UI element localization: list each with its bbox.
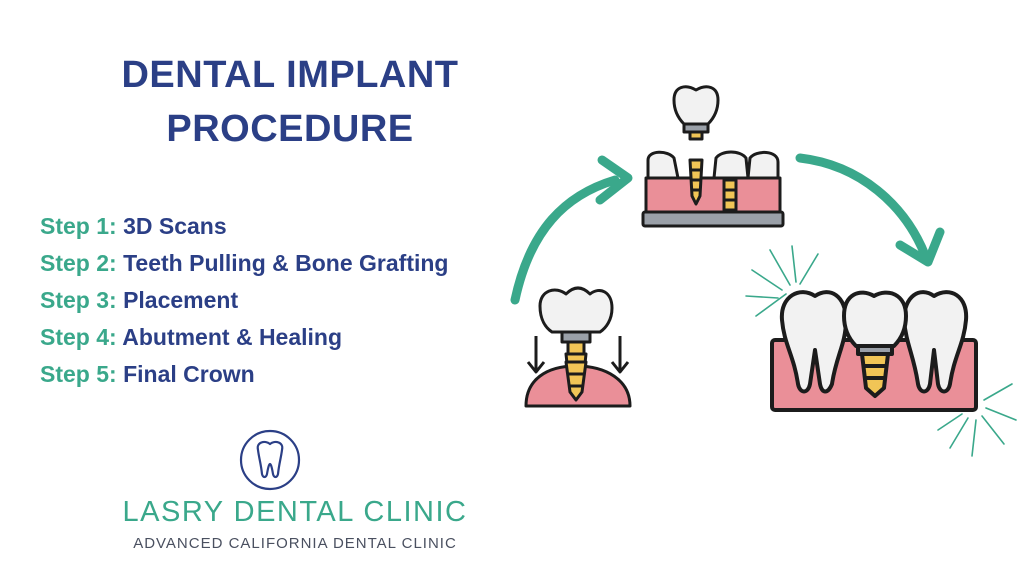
clinic-name: LASRY DENTAL CLINIC xyxy=(122,496,468,528)
page-title: DENTAL IMPLANT PROCEDURE xyxy=(60,48,520,156)
tooth-logo-icon xyxy=(239,429,301,491)
step-number: Step 4: xyxy=(40,324,117,350)
step-label: Final Crown xyxy=(123,361,255,387)
step-number: Step 1: xyxy=(40,213,117,239)
step-item-3: Step 3: Placement xyxy=(40,282,448,319)
step-item-4: Step 4: Abutment & Healing xyxy=(40,319,448,356)
title-line-1: DENTAL IMPLANT xyxy=(121,54,459,96)
placement-icon xyxy=(524,286,632,408)
step-number: Step 3: xyxy=(40,287,117,313)
step-label: Teeth Pulling & Bone Grafting xyxy=(123,250,449,276)
step-label: 3D Scans xyxy=(123,213,227,239)
step-item-2: Step 2: Teeth Pulling & Bone Grafting xyxy=(40,245,448,282)
arrow-up-icon xyxy=(510,155,633,305)
final-crown-icon xyxy=(770,290,978,412)
step-number: Step 5: xyxy=(40,361,117,387)
sparkle-icon xyxy=(937,383,1017,457)
title-line-2: PROCEDURE xyxy=(166,108,414,150)
step-label: Abutment & Healing xyxy=(122,324,343,350)
clinic-tagline: ADVANCED CALIFORNIA DENTAL CLINIC xyxy=(133,535,457,552)
arrow-down-icon xyxy=(795,153,945,267)
implant-crown-top-icon xyxy=(641,85,785,228)
step-item-1: Step 1: 3D Scans xyxy=(40,208,448,245)
step-label: Placement xyxy=(123,287,239,313)
step-item-5: Step 5: Final Crown xyxy=(40,356,448,393)
step-list: Step 1: 3D Scans Step 2: Teeth Pulling &… xyxy=(40,208,448,393)
step-number: Step 2: xyxy=(40,250,117,276)
sparkle-icon xyxy=(745,245,819,317)
